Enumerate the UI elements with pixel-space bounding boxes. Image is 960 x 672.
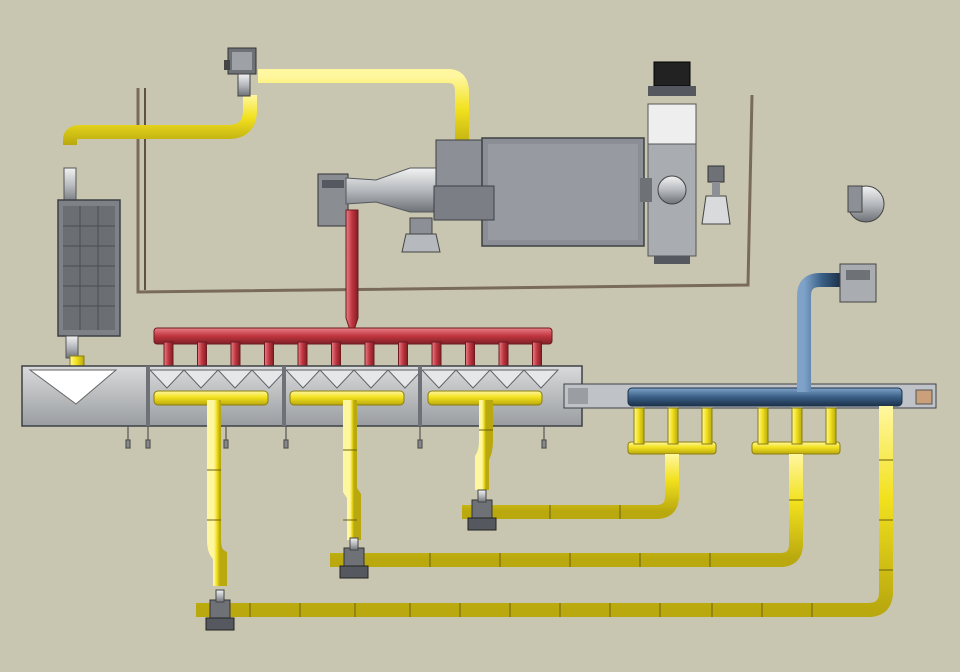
- manifold-branch: [230, 341, 241, 367]
- heat-exchanger: [57, 167, 121, 359]
- manifold-branch: [264, 341, 274, 367]
- hot-air-manifold: [153, 327, 553, 367]
- gas-valve-stem: [215, 589, 225, 603]
- gas-valve-stem: [349, 537, 359, 551]
- gas-valve: [471, 499, 493, 521]
- gas-valve-body: [339, 565, 369, 579]
- oven-nozzle-tip: [223, 439, 229, 449]
- gas-distribution-right: [627, 407, 841, 455]
- oven-zone-hood: [488, 369, 526, 389]
- blower-motor: [433, 137, 645, 247]
- oven-zone-hood: [386, 369, 424, 389]
- oven-zone-hood: [352, 369, 390, 389]
- manifold-branch: [364, 341, 375, 367]
- oven-nozzle-tip: [541, 439, 547, 449]
- oven-zone-hood: [250, 369, 288, 389]
- gas-valve-body: [205, 617, 235, 631]
- tunnel-oven-chamber: [21, 365, 583, 449]
- manifold-branch: [297, 341, 308, 367]
- manifold-branch: [498, 341, 509, 367]
- oven-nozzle-tip: [145, 439, 151, 449]
- gas-pipe-joints: [207, 429, 893, 617]
- oven-nozzle-tip: [125, 439, 131, 449]
- manifold-branch: [398, 341, 408, 367]
- oven-nozzle-tip: [283, 439, 289, 449]
- gas-valve-body: [467, 517, 497, 531]
- manifold-branch: [431, 341, 442, 367]
- control-box: [640, 61, 697, 264]
- gas-valve-stem: [477, 489, 487, 503]
- manifold-branch: [465, 341, 475, 367]
- oven-nozzle-tip: [417, 439, 423, 449]
- oven-zone-hood: [284, 369, 322, 389]
- gas-valve: [343, 547, 365, 569]
- manifold-branch: [331, 341, 341, 367]
- support-frame: [136, 88, 754, 294]
- manifold-branch: [163, 341, 174, 367]
- oven-zone-hood: [182, 369, 220, 389]
- gas-valve: [209, 599, 231, 621]
- gas-line-top: [63, 69, 469, 150]
- gas-regulator-top: [224, 47, 257, 97]
- oven-zone-hood: [216, 369, 254, 389]
- oven-zone-hood: [522, 369, 560, 389]
- gas-valve-blower: [701, 165, 731, 225]
- oven-zone-hood: [420, 369, 458, 389]
- burner-assembly: [317, 167, 441, 253]
- manifold-branch: [532, 341, 542, 367]
- manifold-branch: [197, 341, 207, 367]
- gas-regulator-valves: [205, 489, 497, 631]
- oven-zone-hood: [318, 369, 356, 389]
- gas-main-lines: [196, 400, 893, 617]
- exhaust-fan: [839, 185, 885, 303]
- hot-air-downcomer: [345, 209, 359, 338]
- oven-zone-hood: [454, 369, 492, 389]
- oven-zone-hood: [148, 369, 186, 389]
